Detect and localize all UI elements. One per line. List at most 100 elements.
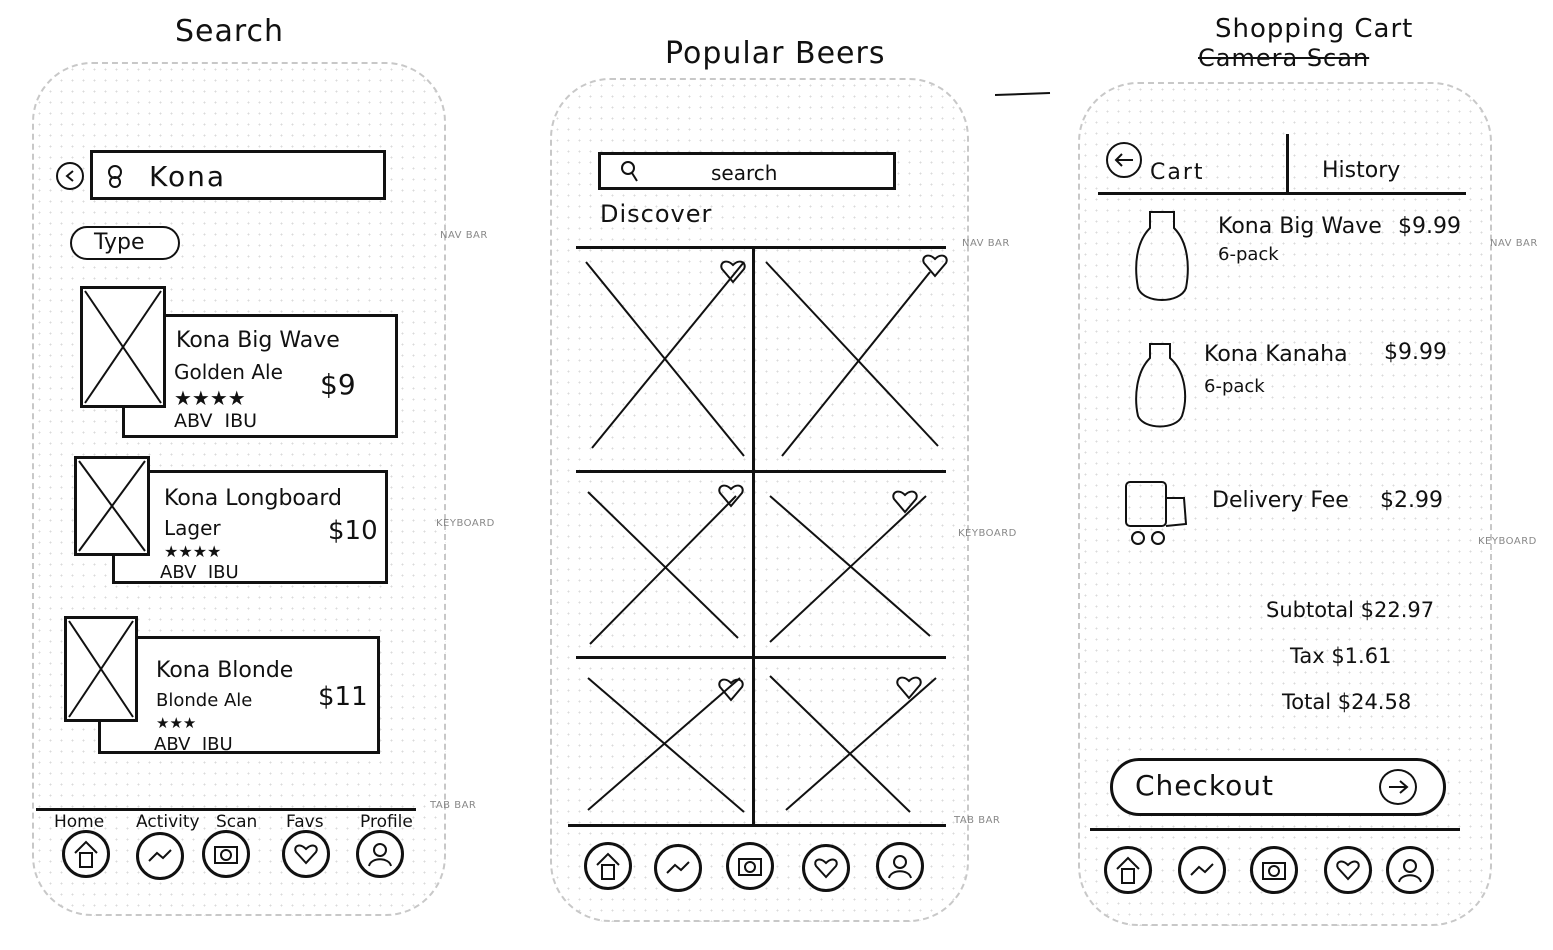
search-icon xyxy=(621,161,638,182)
cart-item-2-name: Kona Kanaha xyxy=(1204,342,1348,367)
favorite-heart-icon[interactable] xyxy=(718,256,748,286)
nav-bar-label: NAV BAR xyxy=(440,230,488,241)
tab-label-home: Home xyxy=(54,812,105,832)
tab-activity[interactable] xyxy=(654,844,702,892)
checkout-label: Checkout xyxy=(1135,769,1274,802)
checkout-button[interactable]: Checkout xyxy=(1110,758,1446,816)
result-1-stars: ★★★★ xyxy=(174,386,246,410)
camera-icon xyxy=(1262,862,1286,880)
beer-tile-4[interactable] xyxy=(760,478,944,652)
tab-favs[interactable] xyxy=(282,830,330,878)
result-2-style: Lager xyxy=(164,516,221,540)
activity-icon xyxy=(148,849,172,862)
result-2-stars: ★★★★ xyxy=(164,542,222,561)
grid-row-line xyxy=(576,656,946,659)
heart-icon xyxy=(814,858,838,879)
grid-top-line xyxy=(576,246,946,249)
result-1-name: Kona Big Wave xyxy=(176,328,340,353)
cart-screen-struck-title: Camera Scan xyxy=(1198,44,1370,72)
arrow-left-icon xyxy=(1114,153,1133,167)
tab-bar-divider xyxy=(36,808,416,811)
tab-profile[interactable] xyxy=(876,842,924,890)
tab-history[interactable]: History xyxy=(1322,158,1401,183)
tab-profile[interactable] xyxy=(1386,846,1434,894)
favorite-heart-icon[interactable] xyxy=(716,674,746,704)
favorite-heart-icon[interactable] xyxy=(716,480,746,510)
home-icon xyxy=(1116,856,1140,884)
tab-activity[interactable] xyxy=(136,832,184,880)
tab-bar-divider xyxy=(1090,828,1460,831)
tab-label-scan: Scan xyxy=(216,812,258,832)
beer-tile-5[interactable] xyxy=(580,664,750,820)
cart-tab-divider xyxy=(1286,134,1289,192)
tab-scan[interactable] xyxy=(1250,846,1298,894)
tab-home[interactable] xyxy=(584,842,632,890)
image-placeholder-icon xyxy=(84,290,162,404)
cart-total: Total $24.58 xyxy=(1282,690,1412,714)
tab-favs[interactable] xyxy=(802,844,850,892)
activity-icon xyxy=(1190,863,1214,876)
chevron-left-icon xyxy=(65,170,74,182)
beer-tile-1[interactable] xyxy=(580,252,750,466)
cart-item-1-price: $9.99 xyxy=(1398,214,1461,239)
home-icon xyxy=(74,840,98,868)
cart-item-1-detail: 6-pack xyxy=(1218,244,1279,265)
tab-cart[interactable]: Cart xyxy=(1150,160,1205,185)
grid-row-line xyxy=(576,470,946,473)
profile-icon xyxy=(1398,859,1422,883)
cart-back-button[interactable] xyxy=(1106,142,1142,178)
cart-item-2-price: $9.99 xyxy=(1384,340,1447,365)
popular-phone-frame xyxy=(550,78,969,922)
tab-home[interactable] xyxy=(1104,846,1152,894)
tab-scan[interactable] xyxy=(726,842,774,890)
result-2-thumbnail xyxy=(74,456,150,556)
cart-item-3-price: $2.99 xyxy=(1380,488,1443,513)
search-icon xyxy=(108,165,122,188)
beer-tile-3[interactable] xyxy=(580,478,750,652)
image-placeholder-icon xyxy=(68,620,134,718)
result-3-meta: ABV IBU xyxy=(154,734,233,755)
beer-tile-2[interactable] xyxy=(760,252,944,466)
tab-label-activity: Activity xyxy=(136,812,200,832)
result-1-thumbnail xyxy=(80,286,166,408)
tab-activity[interactable] xyxy=(1178,846,1226,894)
back-button[interactable] xyxy=(56,162,84,190)
cart-screen-title: Shopping Cart xyxy=(1215,14,1414,44)
nav-bar-label: NAV BAR xyxy=(962,238,1010,249)
keyboard-label: KEYBOARD xyxy=(958,528,1017,539)
favorite-heart-icon[interactable] xyxy=(894,672,924,702)
tab-bar-label: TAB BAR xyxy=(954,815,1001,826)
type-filter-chip[interactable]: Type xyxy=(70,226,180,260)
tab-profile[interactable] xyxy=(356,830,404,878)
bottle-icon xyxy=(1135,211,1189,301)
cart-item-2-detail: 6-pack xyxy=(1204,376,1265,397)
image-placeholder-icon xyxy=(78,460,146,552)
result-1-style: Golden Ale xyxy=(174,360,283,384)
search-input[interactable]: Kona xyxy=(90,150,386,200)
nav-bar-label: NAV BAR xyxy=(1490,238,1538,249)
result-3-price: $11 xyxy=(318,682,368,712)
popular-search-input[interactable]: search xyxy=(598,152,896,190)
activity-icon xyxy=(666,861,690,874)
beer-tile-6[interactable] xyxy=(760,664,944,820)
cart-header-underline xyxy=(1098,192,1466,195)
popular-screen-title: Popular Beers xyxy=(665,36,886,71)
profile-icon xyxy=(368,843,392,867)
result-3-stars: ★★★ xyxy=(156,714,197,732)
result-card-1-body[interactable] xyxy=(122,314,398,438)
tab-favs[interactable] xyxy=(1324,846,1372,894)
tab-scan[interactable] xyxy=(202,830,250,878)
tab-home[interactable] xyxy=(62,830,110,878)
favorite-heart-icon[interactable] xyxy=(920,250,950,280)
keyboard-label: KEYBOARD xyxy=(1478,536,1537,547)
popular-search-placeholder: search xyxy=(711,161,778,185)
discover-heading: Discover xyxy=(600,200,713,228)
result-3-style: Blonde Ale xyxy=(156,690,253,711)
cart-item-1-name: Kona Big Wave xyxy=(1218,214,1382,239)
tab-label-favs: Favs xyxy=(286,812,324,832)
camera-icon xyxy=(214,846,238,864)
search-query: Kona xyxy=(149,160,227,193)
result-card-2-body[interactable] xyxy=(112,470,388,584)
favorite-heart-icon[interactable] xyxy=(890,486,920,516)
discover-grid xyxy=(568,240,948,827)
